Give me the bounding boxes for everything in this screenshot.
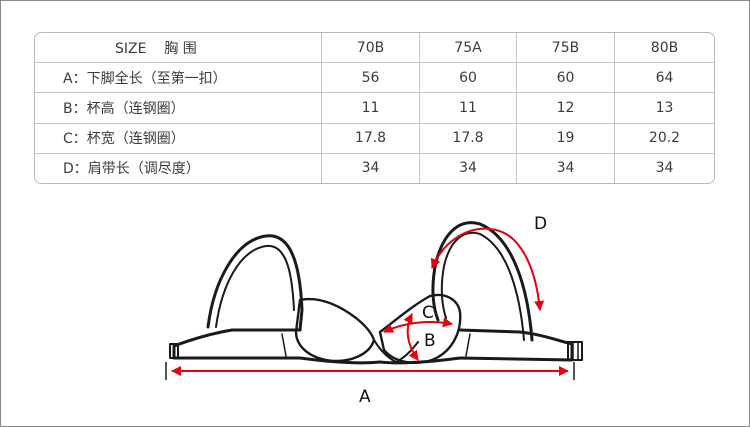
table-cell: 13 [615,93,714,124]
table-row: D：肩带长（调尽度） 34 34 34 34 [35,153,714,183]
hook-right [567,341,583,361]
left-strap-inner [215,244,295,328]
right-side-band [458,328,574,346]
table-cell: 60 [420,63,517,94]
size-chart-table: SIZE 胸 围 70B 75A 75B 80B A：下脚全长（至第一扣） 56… [34,32,715,184]
table-cell: 20.2 [615,124,714,154]
right-strap-inner [440,231,525,341]
bra-measurement-diagram: A B C D [165,214,583,407]
table-cell: 34 [322,153,420,183]
header-size-75b: 75B [517,33,615,64]
header-size-70b: 70B [322,33,420,64]
left-side-band [172,328,302,348]
measure-c-arc [383,317,453,333]
table-cell: 17.8 [420,123,517,154]
left-strap [206,234,304,332]
table-cell: 12 [517,93,615,124]
header-size-80b: 80B [615,33,714,64]
table-header-row: SIZE 胸 围 70B 75A 75B 80B [35,33,714,64]
table-cell: 34 [655,160,674,177]
table-row: A：下脚全长（至第一扣） 56 60 60 64 [35,63,714,94]
table-cell: 19 [517,123,615,154]
table-cell: 11 [420,93,517,124]
hook-left [169,343,179,359]
row-label: A：下脚全长（至第一扣） [35,63,322,94]
label-d: D [534,214,547,234]
table-cell: 34 [420,153,517,183]
measurement-lines [165,227,575,380]
table-row: B：杯高（连钢圈） 11 11 12 13 [35,93,714,124]
label-b: B [424,331,436,351]
label-a: A [359,387,371,407]
label-c: C [422,303,434,323]
bottom-band [172,342,574,365]
header-size-75a: 75A [420,33,517,64]
table-cell: 56 [322,63,420,94]
table-cell: 34 [517,153,615,183]
table-cell: 17.8 [322,123,420,154]
table-cell: 64 [615,63,714,94]
measure-d-arc [430,227,545,311]
bra-outline [169,221,583,365]
row-label: B：杯高（连钢圈） [35,93,322,124]
table-row: C：杯宽（连钢圈） 17.8 17.8 19 20.2 [35,123,714,154]
table-cell: 11 [322,93,420,124]
row-label: C：杯宽（连钢圈） [35,123,322,154]
table-cell: 60 [517,63,615,94]
header-label: SIZE 胸 围 [35,33,322,64]
row-label: D：肩带长（调尽度） [35,153,322,183]
left-cup [294,297,376,363]
